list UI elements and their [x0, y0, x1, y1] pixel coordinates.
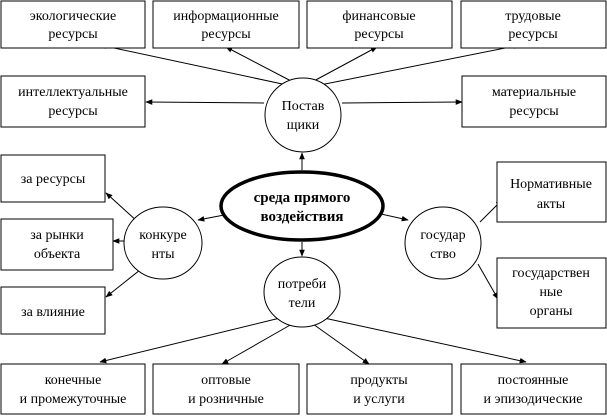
- edge-suppliers-financial: [311, 46, 378, 83]
- box-wholesale-retail-line2: и розничные: [188, 392, 264, 407]
- box-intellectual: интеллектуальные ресурсы: [0, 75, 146, 128]
- hub-competitors-line2: нты: [151, 247, 175, 262]
- box-material-line2: ресурсы: [509, 104, 559, 119]
- box-financial: финансовые ресурсы: [306, 0, 453, 49]
- box-material-line1: материальные: [492, 85, 576, 100]
- box-financial-line1: финансовые: [342, 9, 415, 24]
- box-labor-line2: ресурсы: [508, 27, 558, 42]
- box-final-intermediate-line1: конечные: [45, 373, 102, 388]
- box-financial-line2: ресурсы: [354, 27, 404, 42]
- edge-suppliers-material: [341, 99, 463, 105]
- box-final-intermediate-line2: и промежуточные: [20, 392, 127, 407]
- edge-suppliers-intellectual: [145, 99, 265, 105]
- box-informational-line2: ресурсы: [201, 27, 251, 42]
- edge-consumers-permanent: [323, 317, 527, 364]
- box-wholesale-retail-line1: оптовые: [201, 373, 251, 388]
- box-for-markets-line2: объекта: [34, 247, 81, 262]
- center-line1: среда прямого: [254, 190, 351, 206]
- box-state-bodies-line1: государствен: [512, 266, 590, 281]
- box-products-services: продукты и услуги: [306, 363, 453, 415]
- box-products-services-line2: и услуги: [353, 392, 405, 407]
- edge-state-bodies: [477, 263, 499, 300]
- edge-competitors-influence: [105, 269, 141, 298]
- box-normative-acts-line1: Нормативные: [510, 177, 592, 192]
- box-permanent-episodic-line2: и эпизодические: [484, 392, 583, 407]
- hub-consumers-line1: потреби: [278, 277, 327, 292]
- hub-state-line2: ство: [430, 247, 456, 262]
- box-permanent-episodic-line1: постоянные: [498, 373, 569, 388]
- box-ecological-line1: экологические: [30, 9, 116, 24]
- box-ecological: экологические ресурсы: [0, 0, 146, 49]
- hub-consumers-line2: тели: [289, 296, 316, 311]
- hub-competitors: конкуре нты: [123, 206, 203, 280]
- box-permanent-episodic: постоянные и эпизодические: [460, 363, 607, 415]
- hub-suppliers-line2: щики: [287, 118, 320, 133]
- box-products-services-line1: продукты: [350, 373, 408, 388]
- box-normative-acts-line2: акты: [537, 197, 566, 212]
- hub-suppliers-line1: Постав: [282, 99, 325, 114]
- box-state-bodies-line2: ные: [539, 285, 562, 300]
- edge-consumers-wholesale: [221, 323, 293, 365]
- edge-competitors-resources: [105, 192, 139, 223]
- edge-consumers-products: [312, 323, 370, 365]
- box-labor-line1: трудовые: [505, 9, 561, 24]
- box-for-resources: за ресурсы: [0, 154, 106, 203]
- center-line2: воздействия: [260, 209, 343, 225]
- edge-suppliers-labor: [319, 43, 521, 86]
- edge-suppliers-informational: [225, 46, 294, 83]
- edge-suppliers-ecological: [99, 43, 288, 86]
- hub-suppliers: Постав щики: [264, 77, 342, 153]
- box-labor: трудовые ресурсы: [460, 0, 607, 49]
- box-ecological-line2: ресурсы: [48, 27, 98, 42]
- box-intellectual-line1: интеллектуальные: [18, 85, 128, 100]
- box-for-markets: за рынки объекта: [0, 218, 114, 271]
- box-state-bodies-line3: органы: [530, 304, 573, 319]
- box-wholesale-retail: оптовые и розничные: [152, 363, 300, 415]
- box-informational-line1: информационные: [173, 9, 278, 24]
- hub-state-line1: государ: [420, 228, 465, 243]
- box-for-markets-line1: за рынки: [30, 228, 84, 243]
- box-normative-acts: Нормативные акты: [496, 161, 607, 223]
- box-state-bodies: государствен ные органы: [496, 257, 607, 329]
- box-for-resources-line1: за ресурсы: [21, 172, 86, 187]
- hub-consumers: потреби тели: [263, 256, 341, 328]
- box-for-influence: за влияние: [0, 286, 106, 335]
- center-node: среда прямого воздействия: [219, 170, 385, 242]
- box-final-intermediate: конечные и промежуточные: [0, 363, 146, 415]
- box-informational: информационные ресурсы: [152, 0, 300, 49]
- box-for-influence-line1: за влияние: [21, 305, 85, 320]
- box-material: материальные ресурсы: [461, 75, 607, 128]
- edge-consumers-final: [99, 317, 281, 364]
- hub-state: государ ство: [404, 206, 482, 280]
- box-intellectual-line2: ресурсы: [48, 104, 98, 119]
- hub-competitors-line1: конкуре: [139, 228, 186, 243]
